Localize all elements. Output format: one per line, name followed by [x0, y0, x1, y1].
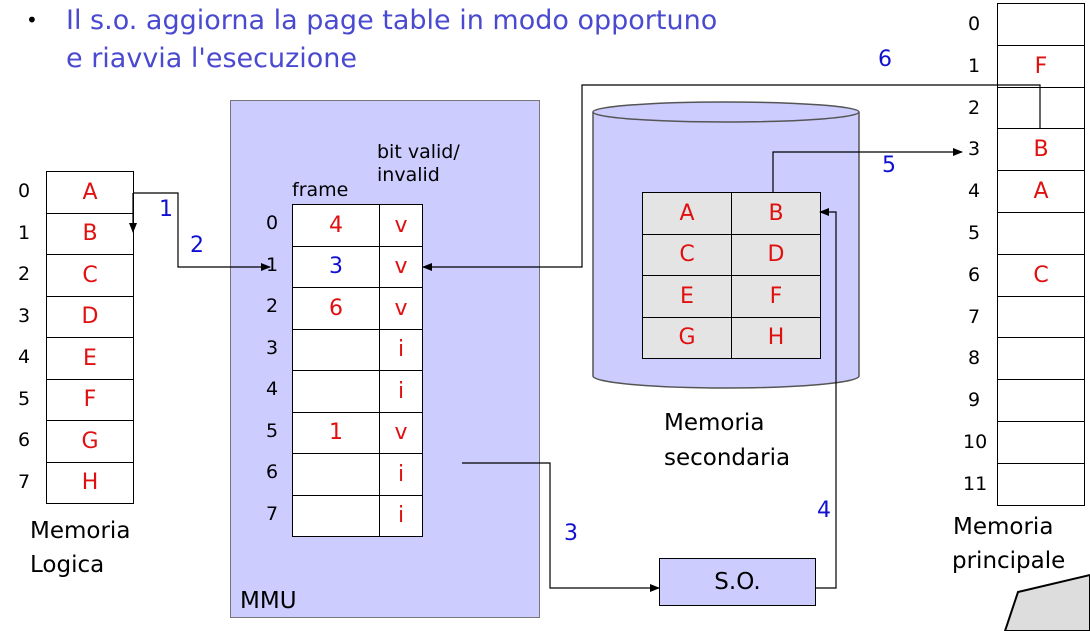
main-memory-frame: A — [997, 170, 1085, 213]
page-table-bit: i — [379, 328, 423, 371]
page-table-index: 4 — [266, 378, 279, 400]
main-memory-frame — [997, 379, 1085, 422]
logical-page-index: 0 — [18, 180, 31, 202]
page-table-index: 2 — [266, 295, 279, 317]
main-memory-index: 7 — [968, 305, 981, 328]
step-2-label: 2 — [190, 233, 204, 258]
logical-page-cell: E — [46, 337, 134, 380]
main-memory-caption-2: principale — [952, 548, 1066, 574]
logical-memory-caption-1: Memoria — [30, 518, 131, 544]
frame-header: frame — [292, 179, 349, 201]
page-table-bit: v — [379, 245, 423, 288]
step-6-label: 6 — [878, 47, 892, 72]
page-table-bit: i — [379, 453, 423, 496]
main-memory-frame — [997, 337, 1085, 381]
bit-header-2: invalid — [377, 164, 440, 186]
bit-header-1: bit valid/ — [377, 141, 460, 163]
main-memory-index: 4 — [968, 180, 981, 203]
main-memory-frame — [997, 295, 1085, 339]
logical-page-cell: D — [46, 295, 134, 338]
arrow-step-3 — [462, 462, 660, 592]
page-table-index: 7 — [266, 502, 279, 525]
main-memory-index: 10 — [963, 431, 988, 453]
page-table-bit: v — [379, 204, 423, 247]
logical-page-index: 7 — [18, 470, 31, 493]
secondary-page-cell: B — [731, 192, 821, 235]
main-memory-frame: B — [997, 128, 1085, 172]
step-1-label: 1 — [159, 197, 173, 222]
main-memory-frame — [997, 212, 1085, 255]
logical-page-index: 5 — [18, 387, 31, 410]
os-box: S.O. — [659, 558, 816, 606]
main-memory-index: 3 — [968, 138, 981, 161]
step-4-label: 4 — [817, 498, 831, 523]
main-memory-frame — [997, 462, 1085, 506]
page-table-bit: i — [379, 494, 423, 537]
secondary-page-cell: D — [731, 233, 821, 276]
logical-page-cell: C — [46, 254, 134, 297]
logical-page-index: 1 — [18, 221, 31, 244]
page-table-frame: 3 — [292, 245, 380, 288]
step-3-label: 3 — [564, 521, 578, 546]
page-table-frame: 1 — [292, 411, 380, 454]
main-memory-index: 5 — [968, 222, 981, 244]
main-memory-index: 9 — [968, 389, 981, 412]
step-5-label: 5 — [882, 153, 896, 178]
main-memory-frame — [997, 3, 1085, 46]
page-table-index: 5 — [266, 419, 279, 442]
main-memory-index: 8 — [968, 347, 981, 370]
main-memory-caption-1: Memoria — [953, 514, 1054, 540]
main-memory-index: 11 — [963, 472, 988, 495]
page-table-frame: 4 — [292, 204, 380, 247]
bullet-line-1: Il s.o. aggiorna la page table in modo o… — [66, 5, 718, 36]
mmu-label: MMU — [240, 588, 297, 614]
main-memory-index: 6 — [968, 263, 981, 286]
main-memory-frame: C — [997, 253, 1085, 297]
arrow-step-4 — [816, 208, 837, 589]
page-table-frame — [292, 494, 380, 537]
main-memory-index: 1 — [968, 54, 981, 77]
secondary-page-cell: H — [731, 316, 821, 359]
page-table-frame: 6 — [292, 287, 380, 330]
secondary-page-cell: E — [642, 275, 732, 318]
logical-page-index: 3 — [18, 304, 31, 327]
logical-page-cell: F — [46, 378, 134, 421]
page-table-frame — [292, 453, 380, 496]
page-table-index: 6 — [266, 461, 279, 483]
page-table-index: 3 — [266, 336, 279, 359]
logical-page-index: 6 — [18, 429, 31, 451]
main-memory-index: 0 — [968, 13, 981, 35]
page-table-bit: v — [379, 411, 423, 454]
bullet-line-2: e riavvia l'esecuzione — [66, 43, 358, 74]
page-table-bit: v — [379, 287, 423, 330]
page-table-bit: i — [379, 370, 423, 413]
secondary-page-cell: C — [642, 233, 732, 276]
logical-page-cell: B — [46, 212, 134, 255]
secondary-memory-caption-1: Memoria — [664, 410, 765, 436]
page-table-frame — [292, 328, 380, 371]
main-memory-index: 2 — [968, 96, 981, 119]
secondary-memory-caption-2: secondaria — [664, 445, 791, 471]
os-label: S.O. — [714, 569, 761, 595]
logical-memory-caption-2: Logica — [30, 552, 105, 578]
logical-page-cell: H — [46, 461, 134, 504]
secondary-page-cell: G — [642, 316, 732, 359]
corner-shape — [1003, 573, 1090, 631]
logical-page-index: 4 — [18, 346, 31, 368]
page-table-index: 0 — [266, 212, 279, 234]
logical-page-index: 2 — [18, 263, 31, 285]
arrow-step-6 — [422, 84, 1041, 271]
arrow-step-5 — [772, 148, 963, 192]
bullet-icon: • — [26, 8, 38, 32]
logical-page-cell: A — [46, 171, 134, 214]
arrow-step-2 — [133, 192, 271, 271]
